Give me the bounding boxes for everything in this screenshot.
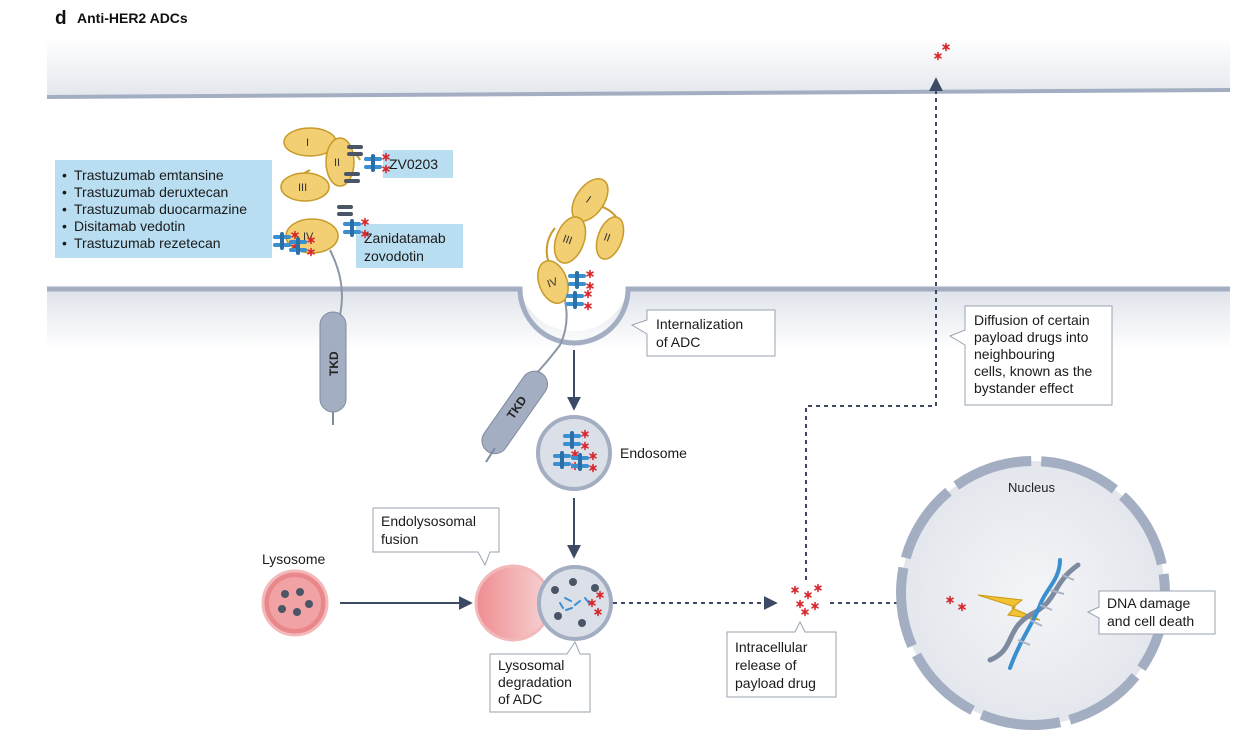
neighbouring-cell bbox=[46, 38, 1231, 99]
zanidatamab-label: Zanidatamab zovodotin bbox=[364, 230, 450, 264]
svg-text:II: II bbox=[334, 157, 340, 169]
degradation-label: Lysosomal degradation of ADC bbox=[498, 657, 576, 707]
released-payload bbox=[791, 583, 822, 617]
zv0203-label: ZV0203 bbox=[389, 156, 438, 172]
dna-helix-icon bbox=[987, 558, 1081, 670]
zv0203-box: ZV0203 bbox=[383, 150, 453, 178]
drug-item: Disitamab vedotin bbox=[74, 218, 185, 234]
bystander-callout: Diffusion of certain payload drugs into … bbox=[948, 305, 1113, 406]
tkd-label-left: TKD bbox=[327, 351, 341, 376]
panel-title: Anti-HER2 ADCs bbox=[77, 10, 188, 26]
nucleus bbox=[896, 456, 1170, 730]
panel-letter: d bbox=[55, 8, 67, 29]
her2-receptor-internalizing: I II III IV TKD bbox=[481, 178, 625, 463]
dna-damage-callout: DNA damage and cell death bbox=[1086, 590, 1216, 635]
internalization-callout: Internalization of ADC bbox=[630, 309, 776, 357]
tkd-domain-right bbox=[481, 370, 549, 455]
svg-text:IV: IV bbox=[546, 276, 560, 291]
internalization-label: Internalization of ADC bbox=[656, 316, 747, 350]
her2-receptor-left: I II III IV TKD bbox=[273, 127, 389, 425]
bystander-label: Diffusion of certain payload drugs into … bbox=[974, 312, 1096, 396]
svg-text:I: I bbox=[306, 137, 309, 149]
endolysosomal-callout: Endolysosomal fusion bbox=[372, 507, 500, 567]
drug-item: Trastuzumab duocarmazine bbox=[74, 201, 247, 217]
degradation-callout: Lysosomal degradation of ADC bbox=[489, 640, 591, 713]
zanidatamab-box: Zanidatamab zovodotin bbox=[356, 224, 463, 268]
drug-list-box: •Trastuzumab emtansine •Trastuzumab deru… bbox=[55, 160, 272, 258]
dna-damage-label: DNA damage and cell death bbox=[1107, 595, 1194, 629]
svg-text:II: II bbox=[602, 231, 612, 244]
arrow-bystander bbox=[805, 77, 943, 580]
endolysosome bbox=[474, 564, 613, 642]
svg-text:IV: IV bbox=[303, 231, 314, 243]
nucleus-label: Nucleus bbox=[1008, 480, 1055, 495]
svg-text:III: III bbox=[561, 233, 574, 247]
endosome-label: Endosome bbox=[620, 445, 687, 461]
drug-item: Trastuzumab deruxtecan bbox=[74, 184, 228, 200]
drug-item: Trastuzumab rezetecan bbox=[74, 235, 221, 251]
endolysosomal-label: Endolysosomal fusion bbox=[381, 513, 480, 547]
endosome bbox=[536, 415, 612, 491]
drug-item: Trastuzumab emtansine bbox=[74, 167, 224, 183]
drug-list: •Trastuzumab emtansine •Trastuzumab deru… bbox=[62, 167, 251, 251]
release-callout: Intracellular release of payload drug bbox=[726, 620, 837, 698]
lysosome-label: Lysosome bbox=[262, 551, 326, 567]
domain-iii bbox=[280, 172, 330, 202]
release-label: Intracellular release of payload drug bbox=[735, 639, 816, 691]
svg-text:I: I bbox=[584, 194, 593, 206]
lysosome bbox=[261, 569, 329, 637]
lightning-icon bbox=[977, 594, 1041, 621]
svg-text:III: III bbox=[298, 182, 307, 194]
